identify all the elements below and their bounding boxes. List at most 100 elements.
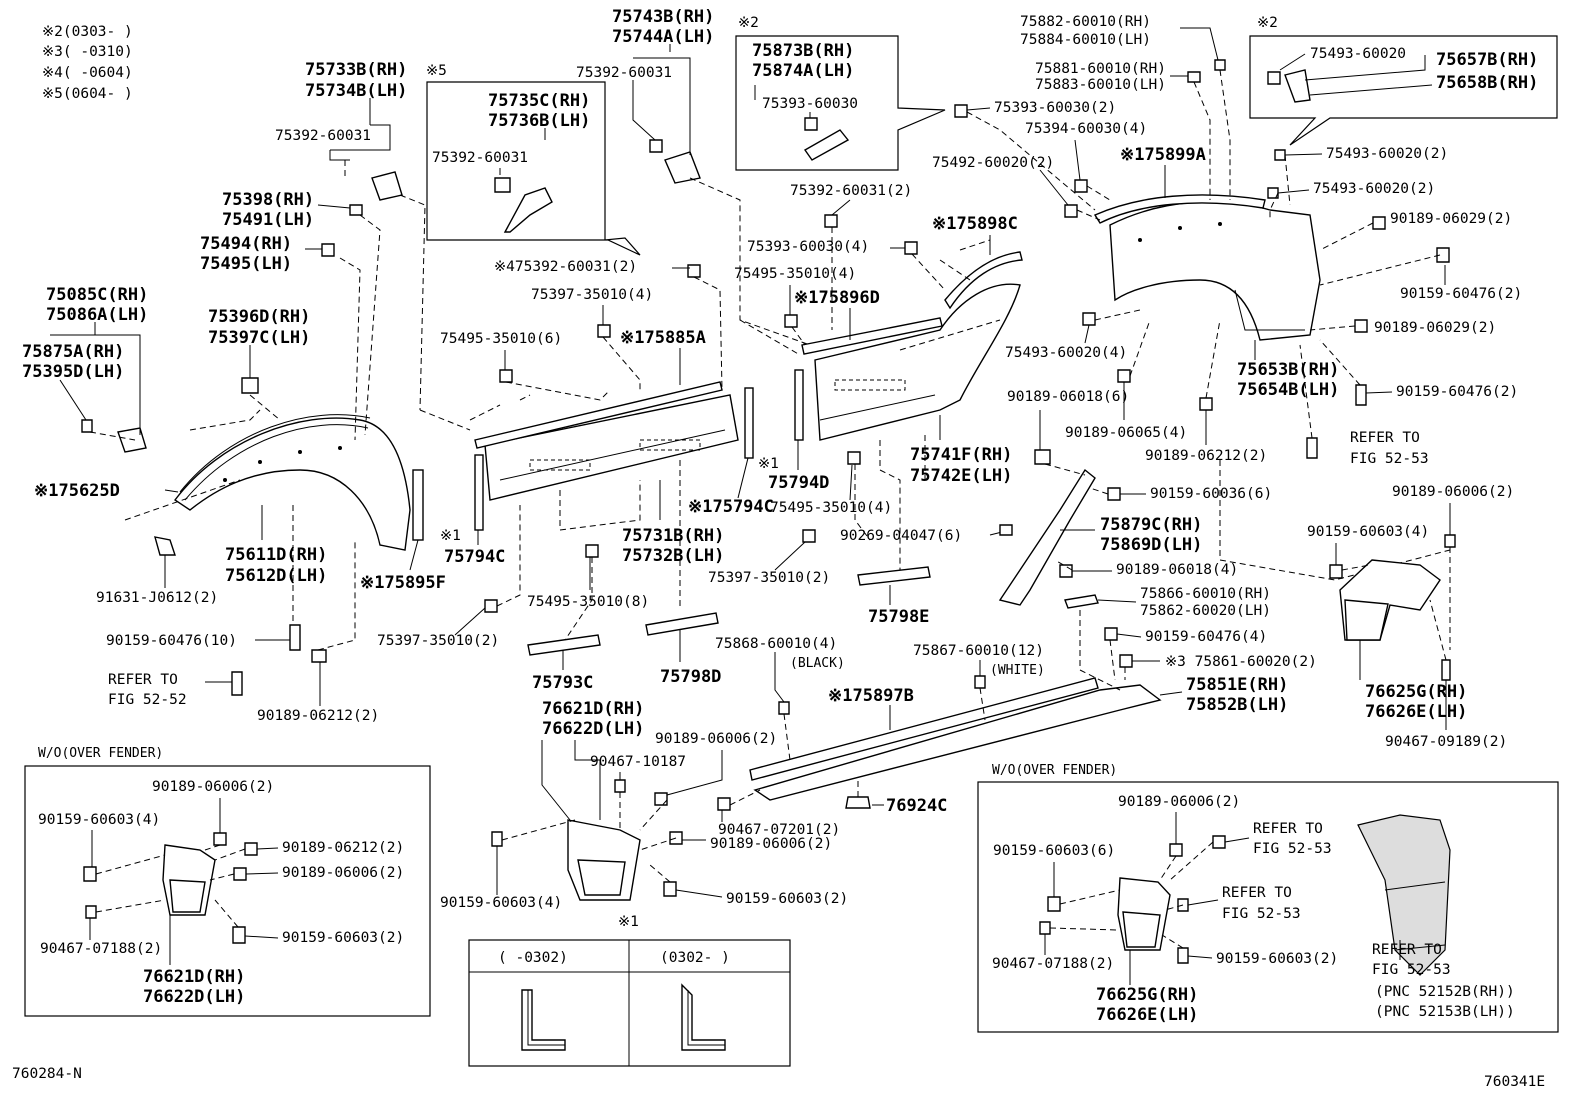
part-label: 75398(RH) xyxy=(222,190,314,210)
part-label: 90189-06212(2) xyxy=(1145,448,1267,464)
part-label: (BLACK) xyxy=(790,656,845,671)
part-label: 75794C xyxy=(444,547,505,567)
part-label: 90189-06065(4) xyxy=(1065,425,1187,441)
part-label: ※175897B xyxy=(828,686,914,706)
part-label: FIG 52-53 xyxy=(1253,841,1332,857)
part-label: 76625G(RH) xyxy=(1096,985,1198,1005)
inset-title: W/O(OVER FENDER) xyxy=(38,746,163,761)
note-3: ※3( -0310) xyxy=(42,44,133,60)
part-label: 76622D(LH) xyxy=(143,987,245,1007)
part-label: 75085C(RH) xyxy=(46,285,148,305)
part-label: ※175625D xyxy=(34,481,120,501)
part-label: 75397-35010(2) xyxy=(377,633,499,649)
labels-mid-left: 75743B(RH) 75744A(LH) 75392-60031 ※47539… xyxy=(377,7,774,693)
part-label: REFER TO xyxy=(1253,821,1323,837)
part-label: 75731B(RH) xyxy=(622,526,724,546)
inset-variants-1: ※1 ( -0302) (0302- ) xyxy=(468,914,791,1067)
labels-mudflap-center: 76621D(RH) 76622D(LH) 90189-06006(2) 904… xyxy=(440,699,848,911)
part-label: 75612D(LH) xyxy=(225,566,327,586)
part-label: 76622D(LH) xyxy=(542,719,644,739)
part-label: 75495(LH) xyxy=(200,254,292,274)
part-label: 90189-06018(4) xyxy=(1116,562,1238,578)
part-label: 90189-06029(2) xyxy=(1390,211,1512,227)
part-label: 75732B(LH) xyxy=(622,546,724,566)
callout-label: 75736B(LH) xyxy=(488,111,590,131)
part-label: 90159-60603(2) xyxy=(726,891,848,907)
part-label: 90467-07201(2) xyxy=(718,822,840,838)
part-label: 90189-06006(2) xyxy=(1392,484,1514,500)
part-label: 75733B(RH) xyxy=(305,60,407,80)
part-label: 90159-60603(6) xyxy=(993,843,1115,859)
part-label: FIG 52-53 xyxy=(1372,962,1451,978)
front-fender-flare xyxy=(81,160,426,696)
part-label: REFER TO xyxy=(1222,885,1292,901)
part-label: (PNC 52152B(RH)) xyxy=(1375,984,1515,1000)
part-label: FIG 52-52 xyxy=(108,692,187,708)
part-label: 90189-06018(6) xyxy=(1007,389,1129,405)
part-label: 75392-60031 xyxy=(275,128,371,144)
front-mudflap-center xyxy=(491,779,683,901)
inset-without-over-fender-rear: W/O(OVER FENDER) 90189-06006(2) REFER TO… xyxy=(977,763,1559,1033)
part-label: 75495-35010(4) xyxy=(770,500,892,516)
part-label: 75392-60031 xyxy=(576,65,672,81)
revision-notes: ※2(0303- ) ※3( -0310) ※4( -0604) ※5(0604… xyxy=(42,24,133,102)
part-label: 90159-60476(2) xyxy=(1400,286,1522,302)
part-label: 75867-60010(12) xyxy=(913,643,1044,659)
rocker-moulding xyxy=(717,654,1162,811)
part-label: 75868-60010(4) xyxy=(715,636,837,652)
part-label: 75611D(RH) xyxy=(225,545,327,565)
callout-label: 75657B(RH) xyxy=(1436,50,1538,70)
part-label: ※5 xyxy=(426,63,447,79)
part-label: 90159-60603(2) xyxy=(1216,951,1338,967)
part-label: 75396D(RH) xyxy=(208,307,310,327)
part-label: 75741F(RH) xyxy=(910,445,1012,465)
part-label: 90189-06006(2) xyxy=(655,731,777,747)
part-label: 90159-60603(4) xyxy=(1307,524,1429,540)
part-label: 75882-60010(RH) xyxy=(1020,14,1151,30)
part-label: 75879C(RH) xyxy=(1100,515,1202,535)
callout-label: 75393-60030 xyxy=(762,96,858,112)
part-label: 75393-60030(4) xyxy=(747,239,869,255)
part-label: 75798D xyxy=(660,667,721,687)
part-label: ※175896D xyxy=(794,288,880,308)
part-label: 75495-35010(8) xyxy=(527,594,649,610)
part-label: 90189-06006(2) xyxy=(710,836,832,852)
part-label: 75793C xyxy=(532,673,593,693)
part-label: 75734B(LH) xyxy=(305,81,407,101)
part-label: 75395D(LH) xyxy=(22,362,124,382)
labels-right-mid: 90159-60036(6) 75879C(RH) 75869D(LH) 901… xyxy=(1060,486,1317,715)
part-label: 75493-60020(2) xyxy=(1313,181,1435,197)
front-door-moulding xyxy=(419,139,816,656)
part-label: 90159-60476(4) xyxy=(1145,629,1267,645)
note-4: ※4( -0604) xyxy=(42,65,133,81)
part-label: ※175898C xyxy=(932,214,1018,234)
callout-label: 75658B(RH) xyxy=(1436,73,1538,93)
labels-left: 75733B(RH) ※5 75734B(LH) 75392-60031 753… xyxy=(22,60,447,724)
part-label: 75883-60010(LH) xyxy=(1035,77,1166,93)
part-label: 76626E(LH) xyxy=(1096,1005,1198,1025)
variant-left-label: ( -0302) xyxy=(498,950,568,966)
callout-label: 75392-60031 xyxy=(432,150,528,166)
part-label: 75086A(LH) xyxy=(46,305,148,325)
part-label: 90467-10187 xyxy=(590,754,686,770)
callout-box-2-center: ※2 75873B(RH) 75874A(LH) 75393-60030 xyxy=(735,15,946,171)
part-label: ※1 xyxy=(440,528,461,544)
callout-label: 75873B(RH) xyxy=(752,41,854,61)
part-label: 75798E xyxy=(868,607,929,627)
part-label: 75654B(LH) xyxy=(1237,380,1339,400)
callout-box-5: 75735C(RH) 75736B(LH) 75392-60031 xyxy=(426,81,641,256)
part-label: REFER TO xyxy=(1350,430,1420,446)
part-label: 75495-35010(6) xyxy=(440,331,562,347)
part-label: 75653B(RH) xyxy=(1237,360,1339,380)
variant-right-label: (0302- ) xyxy=(660,950,730,966)
part-label: 75491(LH) xyxy=(222,210,314,230)
part-label: 75866-60010(RH) xyxy=(1140,586,1271,602)
part-label: ※3 75861-60020(2) xyxy=(1165,654,1317,670)
part-label: 75397-35010(4) xyxy=(531,287,653,303)
part-label: (WHITE) xyxy=(990,663,1045,678)
callout-marker: ※2 xyxy=(1257,15,1278,31)
part-label: 75869D(LH) xyxy=(1100,535,1202,555)
part-label: 90159-60036(6) xyxy=(1150,486,1272,502)
part-label: 75394-60030(4) xyxy=(1025,121,1147,137)
part-label: 75743B(RH) xyxy=(612,7,714,27)
